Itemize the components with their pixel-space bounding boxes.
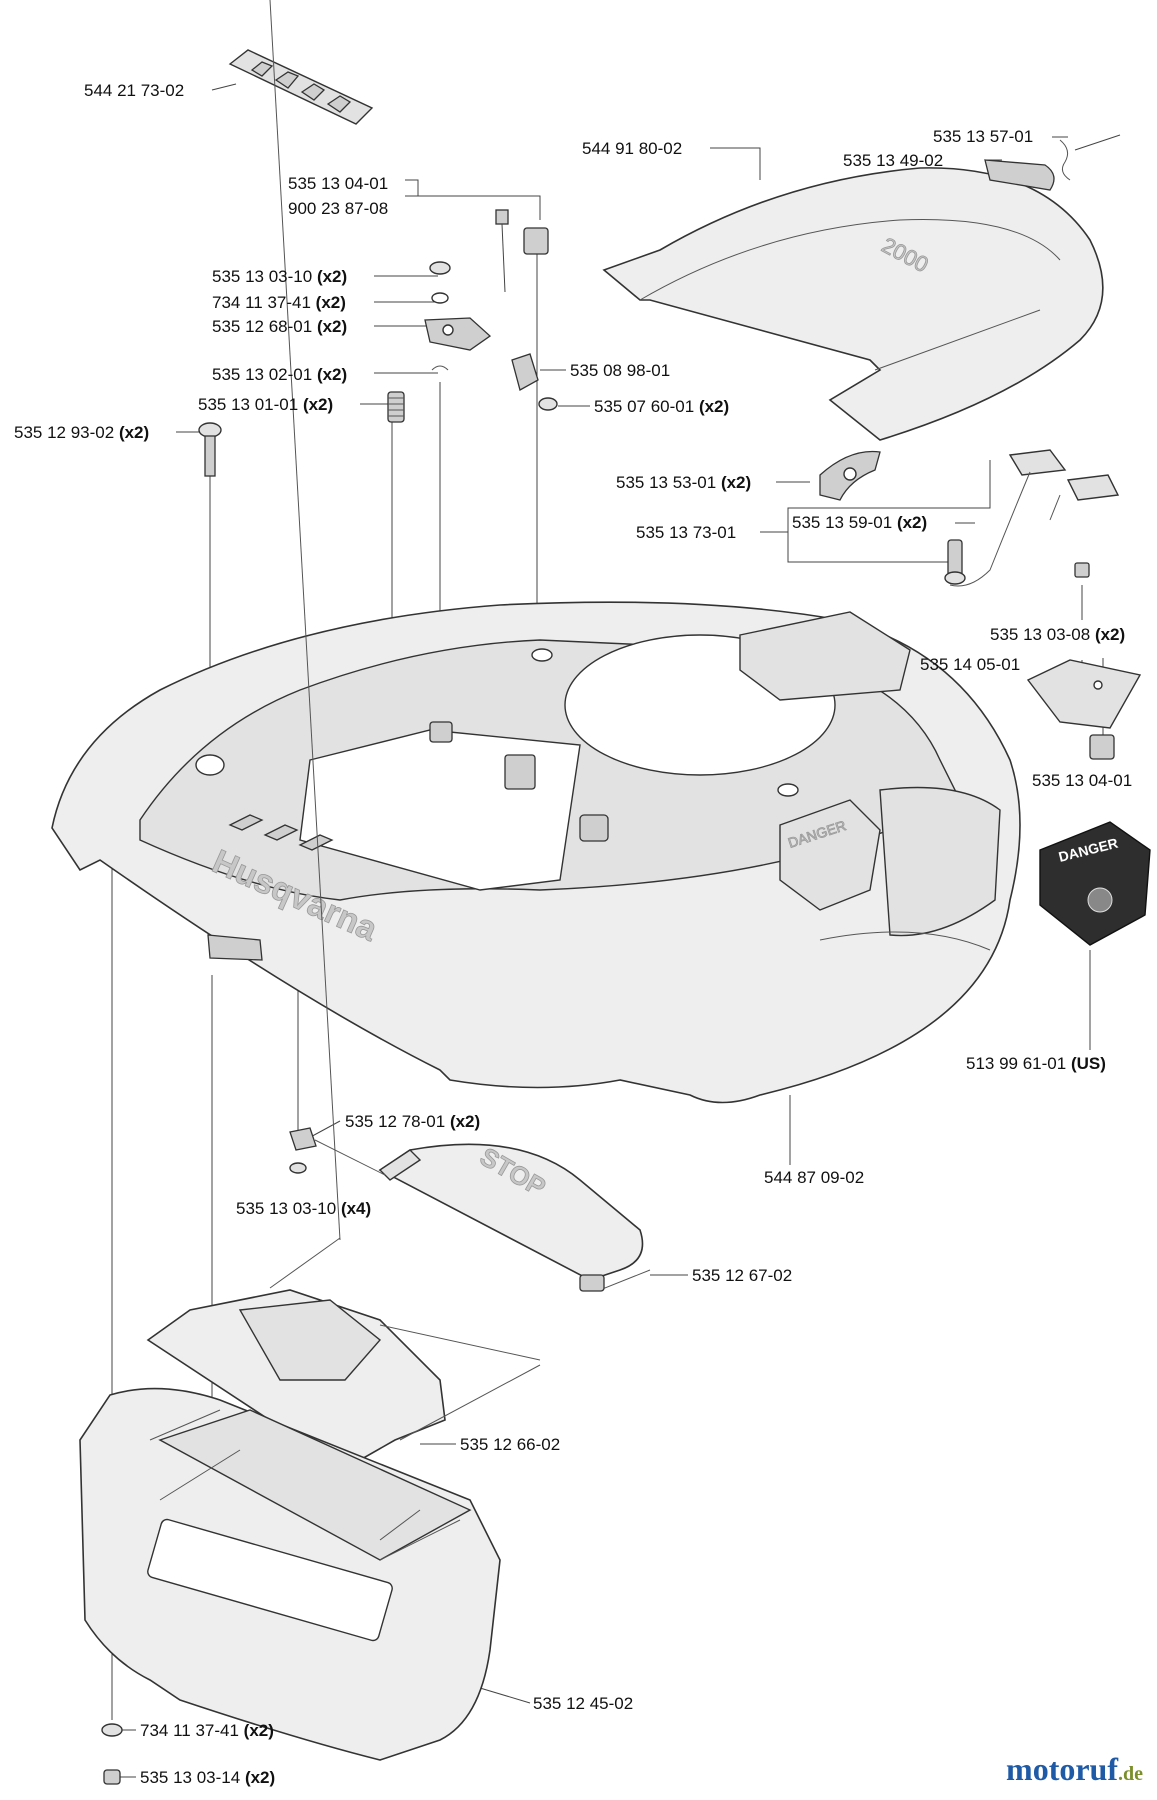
label-part-21: 535 12 78-01 (x2) [345, 1112, 480, 1131]
hinge-pin-535-12-78 [289, 1127, 386, 1176]
handle-and-spring [984, 134, 1121, 191]
cover-plate [1026, 659, 1142, 729]
main-body-shell: DANGER Husqvarna [51, 601, 1021, 1104]
part-labels: 544 21 73-02 544 91 80-02 535 13 57-01 5… [14, 81, 1132, 1787]
label-part-16: 535 13 59-01 (x2) [792, 513, 927, 532]
spring [387, 391, 405, 423]
stop-button-cover: STOP [378, 1141, 651, 1292]
danger-label-us: DANGER [1039, 821, 1151, 946]
label-part-11: 535 13 01-01 (x2) [198, 395, 333, 414]
label-part-23: 535 13 03-10 (x4) [236, 1199, 371, 1218]
label-part-26: 535 12 45-02 [533, 1694, 633, 1713]
cable-clip [523, 227, 549, 255]
label-part-12: 535 07 60-01 (x2) [594, 397, 729, 416]
cable-holder-clip [511, 353, 539, 391]
label-part-14: 535 13 53-01 (x2) [616, 473, 751, 492]
label-part-22: 544 87 09-02 [764, 1168, 864, 1187]
washer-734-11-37-41-bottom [101, 1723, 123, 1737]
label-part-6: 535 13 03-10 (x2) [212, 267, 347, 286]
label-part-15: 535 13 73-01 [636, 523, 736, 542]
warning-decal-strip [228, 49, 374, 125]
compartment-lid [146, 0, 541, 1461]
long-screw [198, 422, 222, 477]
cable-tie [495, 209, 509, 293]
small-screw-535-07-60 [538, 397, 558, 411]
label-part-18: 535 14 05-01 [920, 655, 1020, 674]
label-part-9: 535 13 02-01 (x2) [212, 365, 347, 384]
lid-hinge-bracket [819, 450, 881, 501]
screw-535-13-03-14 [103, 1769, 121, 1785]
label-part-8: 535 12 68-01 (x2) [212, 317, 347, 336]
label-part-2: 535 13 57-01 [933, 127, 1033, 146]
screw-and-washer-stack [424, 261, 492, 371]
small-screw-535-13-03-10-x4 [289, 1162, 307, 1174]
label-part-13: 535 12 93-02 (x2) [14, 423, 149, 442]
label-part-17: 535 13 03-08 (x2) [990, 625, 1125, 644]
top-cover-lid: 2000 [602, 167, 1104, 441]
label-part-27: 734 11 37-41 (x2) [140, 1721, 274, 1740]
label-part-4: 535 13 04-01 [288, 174, 388, 193]
label-part-19: 535 13 04-01 [1032, 771, 1132, 790]
watermark-logo: motoruf.de [1006, 1751, 1143, 1787]
screw-535-13-03-08 [1074, 562, 1090, 578]
label-part-7: 734 11 37-41 (x2) [212, 293, 346, 312]
label-part-0: 544 21 73-02 [84, 81, 184, 100]
label-part-20: 513 99 61-01 (US) [966, 1054, 1106, 1073]
charging-contact-plates [944, 449, 1120, 587]
label-part-24: 535 12 67-02 [692, 1266, 792, 1285]
plug-535-13-04 [1089, 734, 1115, 760]
label-part-25: 535 12 66-02 [460, 1435, 560, 1454]
front-bumper [79, 1387, 501, 1761]
label-part-1: 544 91 80-02 [582, 139, 682, 158]
label-part-10: 535 08 98-01 [570, 361, 670, 380]
label-part-28: 535 13 03-14 (x2) [140, 1768, 275, 1787]
label-part-5: 900 23 87-08 [288, 199, 388, 218]
label-part-3: 535 13 49-02 [843, 151, 943, 170]
